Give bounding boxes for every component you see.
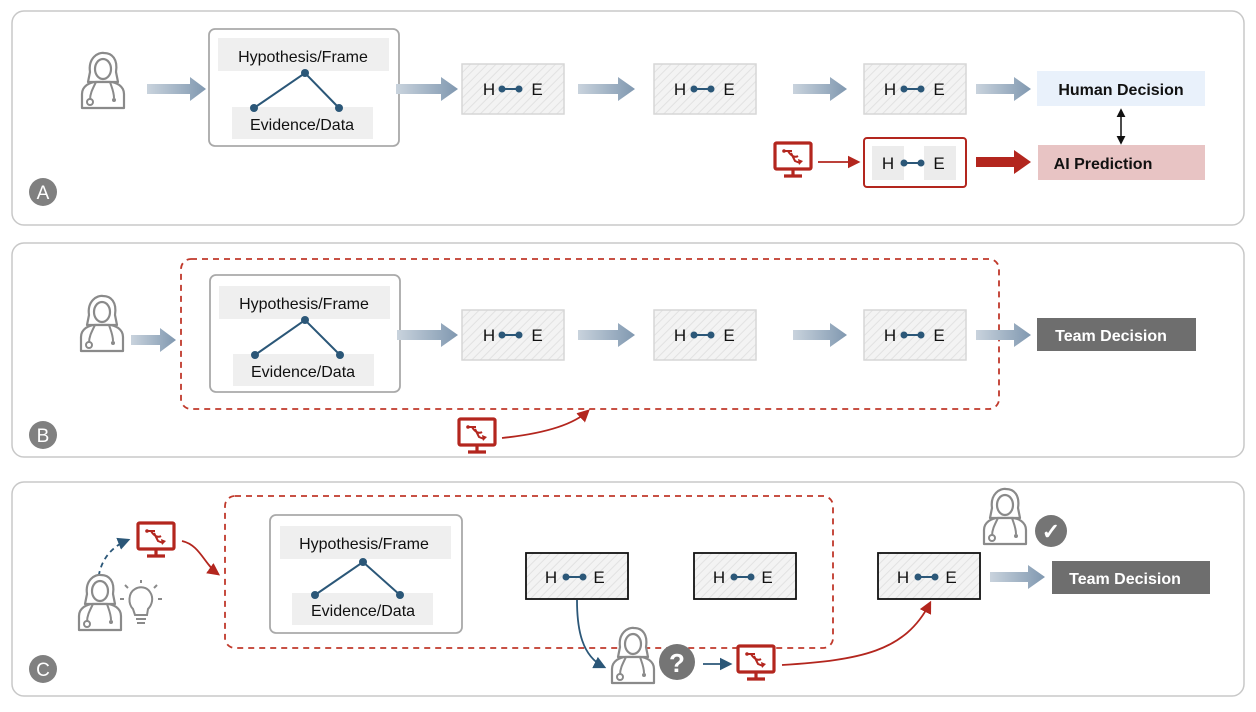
- human-decision-label: Human Decision: [1058, 82, 1183, 99]
- he-node: H E: [653, 309, 757, 361]
- ai-prediction-box: [1038, 145, 1205, 180]
- ai-curve-arrow: [501, 409, 590, 439]
- svg-text:E: E: [933, 80, 944, 99]
- panel-a: [11, 10, 1245, 226]
- flow-arrow: [793, 77, 847, 101]
- flow-arrow: [578, 323, 635, 347]
- he-node: H E: [863, 63, 967, 115]
- flow-arrow: [990, 565, 1045, 589]
- svg-text:A: A: [37, 183, 50, 204]
- svg-text:H: H: [713, 568, 725, 587]
- panel-b-letter: B: [29, 421, 57, 449]
- svg-text:C: C: [36, 660, 50, 681]
- svg-text:H: H: [882, 154, 894, 173]
- hypothesis-label: Hypothesis/Frame: [238, 49, 368, 66]
- ai-prediction-label: AI Prediction: [1054, 156, 1153, 173]
- ai-curve-arrow: [181, 540, 221, 576]
- flow-arrow: [793, 323, 847, 347]
- flow-arrow: [578, 77, 635, 101]
- flow-arrow: [131, 328, 176, 352]
- svg-text:H: H: [483, 80, 495, 99]
- svg-text:E: E: [933, 326, 944, 345]
- ai-curve-arrow: [781, 600, 932, 666]
- ai-flow-arrow: [976, 150, 1031, 174]
- svg-text:E: E: [761, 568, 772, 587]
- svg-text:H: H: [674, 80, 686, 99]
- he-node: H E: [653, 63, 757, 115]
- hypothesis-frame-box: Hypothesis/Frame Evidence/Data: [209, 274, 401, 393]
- svg-text:H: H: [674, 326, 686, 345]
- ai-scope-dashed: [224, 495, 834, 649]
- team-decision-box: [1052, 561, 1210, 594]
- svg-text:Evidence/Data: Evidence/Data: [311, 603, 415, 620]
- svg-text:Hypothesis/Frame: Hypothesis/Frame: [299, 536, 429, 553]
- ai-he-node: H E: [863, 137, 967, 188]
- svg-text:E: E: [723, 326, 734, 345]
- panel-a-letter: A: [29, 178, 57, 206]
- svg-text:E: E: [945, 568, 956, 587]
- clinician-flow-arrow: [576, 599, 607, 669]
- team-decision-label: Team Decision: [1069, 571, 1181, 588]
- svg-text:B: B: [37, 426, 50, 447]
- svg-text:H: H: [483, 326, 495, 345]
- question-icon: ?: [659, 644, 695, 680]
- svg-text:E: E: [593, 568, 604, 587]
- svg-text:H: H: [884, 80, 896, 99]
- flow-arrow: [396, 77, 458, 101]
- svg-text:H: H: [545, 568, 557, 587]
- svg-text:H: H: [897, 568, 909, 587]
- hypothesis-frame-box: Hypothesis/Frame Evidence/Data: [208, 28, 400, 147]
- human-decision-box: [1037, 71, 1205, 106]
- evidence-label: Evidence/Data: [250, 117, 354, 134]
- flow-arrow: [976, 323, 1031, 347]
- panel-c-letter: C: [29, 655, 57, 683]
- svg-text:E: E: [531, 326, 542, 345]
- he-node: H E: [461, 63, 565, 115]
- svg-text:Evidence/Data: Evidence/Data: [251, 364, 355, 381]
- svg-text:Hypothesis/Frame: Hypothesis/Frame: [239, 296, 369, 313]
- svg-text:E: E: [933, 154, 944, 173]
- lightbulb-icon: [120, 580, 162, 624]
- svg-text:E: E: [723, 80, 734, 99]
- he-node-outlined: H E: [525, 552, 629, 600]
- svg-text:E: E: [531, 80, 542, 99]
- check-icon: ✓: [1035, 515, 1067, 547]
- svg-text:✓: ✓: [1042, 519, 1060, 544]
- he-node: H E: [863, 309, 967, 361]
- he-node-outlined: H E: [877, 552, 981, 600]
- flow-arrow: [147, 77, 206, 101]
- flow-arrow: [976, 77, 1031, 101]
- team-decision-box: [1037, 318, 1196, 351]
- he-node: H E: [461, 309, 565, 361]
- svg-text:?: ?: [669, 648, 685, 678]
- team-decision-label: Team Decision: [1055, 328, 1167, 345]
- ai-scope-dashed: [180, 258, 1000, 410]
- flow-arrow: [397, 323, 458, 347]
- he-node-outlined: H E: [693, 552, 797, 600]
- hypothesis-frame-box: Hypothesis/Frame Evidence/Data: [269, 514, 463, 634]
- svg-text:H: H: [884, 326, 896, 345]
